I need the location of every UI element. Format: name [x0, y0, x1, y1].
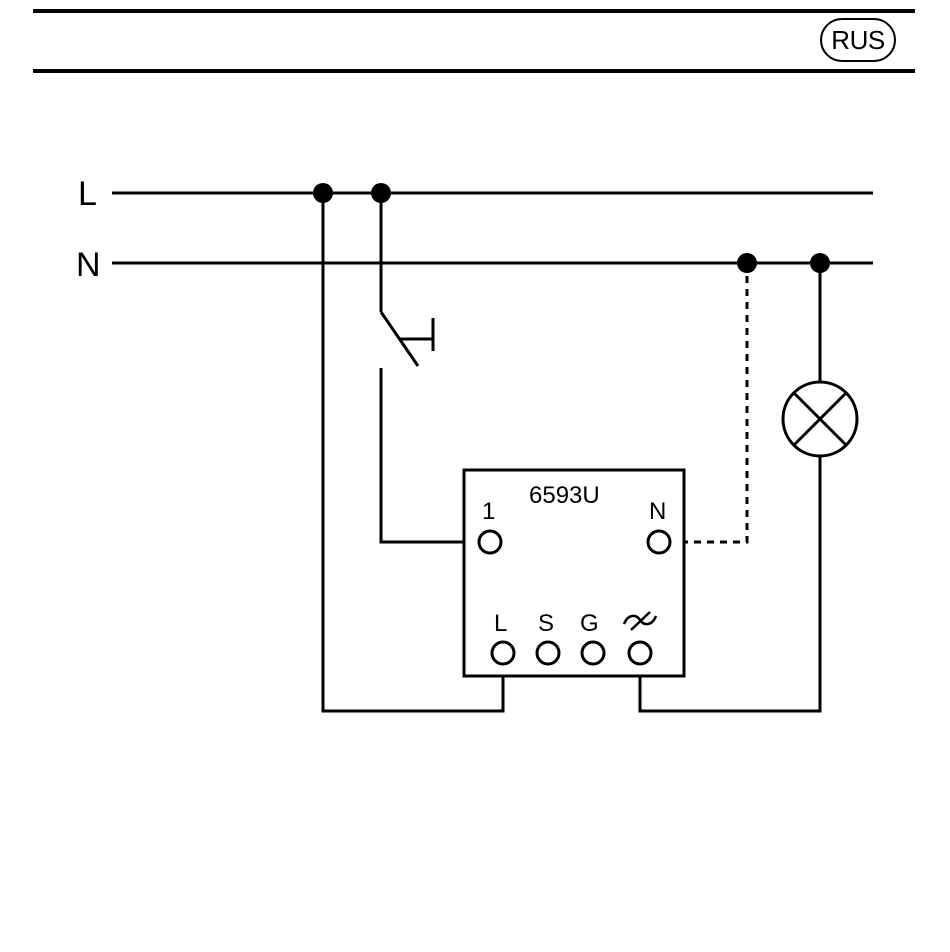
terminal-1 — [479, 531, 501, 553]
terminal-s-label: S — [538, 610, 554, 637]
terminal-l — [492, 642, 514, 664]
neutral-line-label: N — [76, 246, 101, 284]
terminal-1-label: 1 — [482, 498, 495, 525]
lamp-icon — [783, 382, 857, 456]
device-model-label: 6593U — [529, 482, 600, 509]
terminal-n-label: N — [649, 498, 666, 525]
terminal-output — [629, 642, 651, 664]
live-line-label: L — [78, 175, 97, 213]
terminal-s — [537, 642, 559, 664]
terminal-n — [648, 531, 670, 553]
pushbutton-switch-icon — [381, 312, 433, 366]
terminal-g-label: G — [580, 610, 599, 637]
terminal-g — [582, 642, 604, 664]
terminal-l-label: L — [494, 610, 507, 637]
